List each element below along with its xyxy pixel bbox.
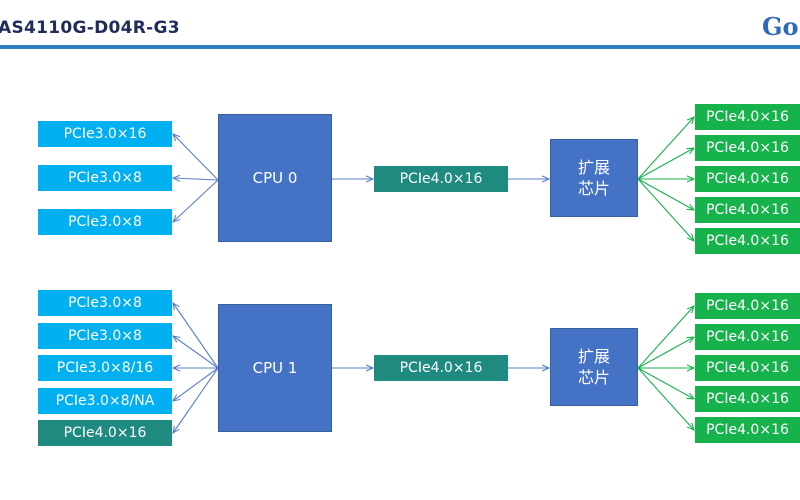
chip1-right-arrow: [637, 306, 694, 369]
cpu0-left-arrow: [173, 179, 219, 222]
cpu0-right-slot-4: PCIe4.0×16: [695, 197, 800, 223]
cpu1-right-slot-5: PCIe4.0×16: [695, 417, 800, 443]
cpu0-left-arrow: [173, 178, 219, 180]
expansion-chip-label-line2: 芯片: [577, 368, 610, 387]
cpu1-right-slot-3: PCIe4.0×16: [695, 355, 800, 381]
page-title: AS4110G-D04R-G3: [0, 18, 180, 38]
cpu0-right-slot-5: PCIe4.0×16: [695, 228, 800, 254]
cpu1-left-arrow: [173, 303, 219, 369]
cpu0-right-slot-2: PCIe4.0×16: [695, 135, 800, 161]
cpu1-right-slot-4: PCIe4.0×16: [695, 386, 800, 412]
cpu0-left-port-3: PCIe3.0×8: [38, 209, 172, 235]
cpu0-right-slot-1: PCIe4.0×16: [695, 104, 800, 130]
expansion-chip-label-line2: 芯片: [577, 179, 610, 198]
chip0-right-arrow: [637, 178, 694, 210]
chip0-right-arrow: [637, 178, 694, 241]
expansion-chip-label-line1: 扩展: [577, 158, 610, 177]
cpu0-link-pcie: PCIe4.0×16: [374, 166, 508, 192]
cpu1-left-port-1: PCIe3.0×8: [38, 290, 172, 316]
cpu0-block: CPU 0: [218, 114, 332, 242]
company-logo: Go: [762, 12, 799, 41]
cpu1-right-slot-2: PCIe4.0×16: [695, 324, 800, 350]
cpu0-expansion-chip: 扩展 芯片: [550, 139, 638, 217]
cpu1-left-port-5: PCIe4.0×16: [38, 420, 172, 446]
chip0-right-arrow: [637, 117, 694, 180]
cpu1-block: CPU 1: [218, 304, 332, 432]
cpu0-left-arrow: [173, 134, 219, 181]
expansion-chip-label-line1: 扩展: [577, 347, 610, 366]
chip0-right-arrow: [637, 148, 694, 180]
chip1-right-arrow: [637, 367, 694, 399]
cpu1-expansion-chip: 扩展 芯片: [550, 328, 638, 406]
cpu1-left-port-3: PCIe3.0×8/16: [38, 355, 172, 381]
cpu1-left-arrow: [173, 367, 219, 401]
cpu0-right-slot-3: PCIe4.0×16: [695, 166, 800, 192]
cpu0-left-port-1: PCIe3.0×16: [38, 121, 172, 147]
cpu1-left-arrow: [173, 336, 219, 369]
chip1-right-arrow: [637, 367, 694, 430]
cpu1-right-slot-1: PCIe4.0×16: [695, 293, 800, 319]
cpu1-left-arrow: [173, 367, 219, 433]
header-divider: [0, 45, 800, 49]
cpu1-left-port-2: PCIe3.0×8: [38, 323, 172, 349]
cpu0-left-port-2: PCIe3.0×8: [38, 165, 172, 191]
cpu1-left-port-4: PCIe3.0×8/NA: [38, 388, 172, 414]
cpu1-link-pcie: PCIe4.0×16: [374, 355, 508, 381]
chip1-right-arrow: [637, 337, 694, 369]
